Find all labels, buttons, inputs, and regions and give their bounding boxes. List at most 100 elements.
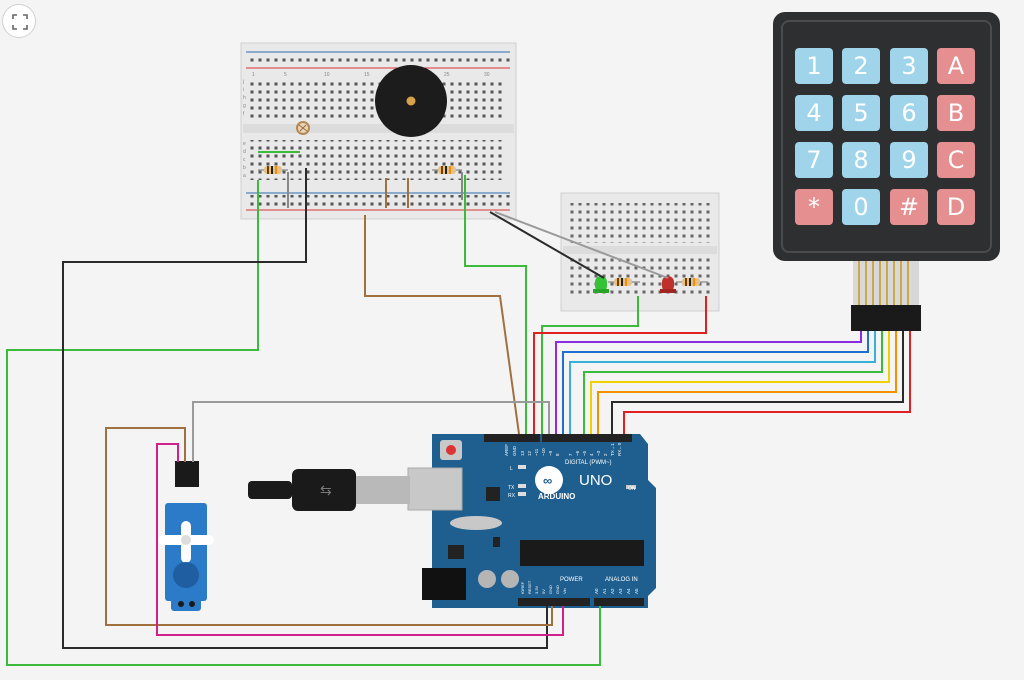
digital-pwm-label: DIGITAL (PWM~) [565,460,612,466]
arduino-model: UNO [579,472,612,489]
wires [6,168,911,666]
arduino-uno-board[interactable]: ∞ [432,434,656,608]
svg-text:12: 12 [527,450,532,456]
svg-text:Vin: Vin [562,588,567,594]
keypad-key[interactable]: B [937,95,975,131]
svg-text:IOREF: IOREF [520,581,525,594]
svg-text:A5: A5 [634,588,639,594]
resistor-1[interactable] [258,166,288,174]
main-breadboard[interactable]: j i h g f e d c b a 1 5 10 15 20 25 30 [240,42,517,220]
svg-text:AREF: AREF [504,444,509,456]
wire-red-led [533,296,707,434]
on-led-label: ON [628,486,636,492]
svg-text:15: 15 [364,72,370,78]
svg-text:h: h [243,95,246,101]
svg-text:c: c [243,157,246,163]
usb-port[interactable] [407,467,463,511]
board-jumpers [258,151,463,208]
svg-text:∞: ∞ [543,473,552,488]
keypad-key[interactable]: # [890,189,928,225]
svg-text:~9: ~9 [548,450,553,456]
wire-black-gnd [62,168,548,649]
led-label-tx: TX [508,485,515,491]
resistor-3[interactable] [608,278,640,286]
keypad-key[interactable]: 9 [890,142,928,178]
keypad-header[interactable] [851,305,921,331]
keypad-key[interactable]: A [937,48,975,84]
keypad-key[interactable]: * [795,189,833,225]
wire-green-sensor [464,175,527,434]
usb-cable[interactable]: ⇆ [248,469,410,511]
svg-text:GND: GND [555,585,560,594]
keypad-key[interactable]: 0 [842,189,880,225]
svg-text:e: e [243,141,246,147]
resistor-2[interactable] [432,166,462,174]
svg-text:10: 10 [324,72,330,78]
keypad-key[interactable]: 4 [795,95,833,131]
svg-text:b: b [243,165,246,171]
keypad-key[interactable]: 5 [842,95,880,131]
wire-servo-signal [192,401,550,462]
small-breadboard[interactable] [560,192,720,312]
svg-text:i: i [243,87,244,93]
keypad-key[interactable]: 6 [890,95,928,131]
wire-brown-buzzer [364,215,520,435]
fit-view-button[interactable] [2,4,36,38]
servo-motor[interactable] [158,461,214,611]
keypad-key[interactable]: 8 [842,142,880,178]
svg-text:TX→1: TX→1 [610,443,615,456]
keypad-bezel [781,20,992,253]
analog-in-label: ANALOG IN [605,577,638,583]
keypad-key[interactable]: 3 [890,48,928,84]
svg-text:A2: A2 [610,588,615,594]
svg-text:1: 1 [252,72,255,78]
svg-text:~3: ~3 [596,450,601,456]
svg-text:RESET: RESET [527,580,532,594]
keypad-key[interactable]: 1 [795,48,833,84]
svg-text:3.3V: 3.3V [534,585,539,594]
svg-text:4: 4 [589,453,594,456]
reset-button[interactable] [446,445,456,455]
svg-text:25: 25 [444,72,450,78]
svg-text:30: 30 [484,72,490,78]
power-pin-labels: IOREF RESET 3.3V 5V GND GND Vin [520,580,567,594]
row-letters-left: j i h g f e d c b a [242,79,246,179]
svg-text:5V: 5V [541,589,546,594]
svg-text:~10: ~10 [541,448,546,456]
keypad-key[interactable]: 7 [795,142,833,178]
svg-text:A0: A0 [594,588,599,594]
keypad-key[interactable]: C [937,142,975,178]
svg-text:8: 8 [555,453,560,456]
led-label-l: L [510,466,513,472]
wire-servo-gnd [105,427,553,626]
fit-view-icon [12,14,28,30]
svg-text:a: a [243,173,246,179]
svg-text:g: g [243,103,246,109]
keypad-ribbon [853,256,919,306]
wire-servo-power [156,443,564,636]
svg-text:GND: GND [548,585,553,594]
piezo-buzzer[interactable] [375,65,447,137]
svg-text:~6: ~6 [575,450,580,456]
wire-green-led [541,296,639,434]
keypad-key[interactable]: 2 [842,48,880,84]
power-label: POWER [560,577,583,583]
photoresistor[interactable] [296,121,310,135]
led-red[interactable] [660,276,676,293]
keypad-key[interactable]: D [937,189,975,225]
resistor-4[interactable] [676,278,708,286]
led-label-rx: RX [508,493,516,499]
wire-green-long [6,180,601,666]
svg-text:5: 5 [284,72,287,78]
svg-text:j: j [242,79,244,85]
digital-pin-labels: AREF GND 13 12 ~11 ~10 ~9 8 7 ~6 ~5 4 ~3… [504,442,622,456]
svg-text:~11: ~11 [534,448,539,456]
led-green[interactable] [593,276,609,293]
svg-text:GND: GND [512,445,517,456]
svg-text:2: 2 [603,453,608,456]
svg-text:A1: A1 [602,588,607,594]
analog-pin-labels: A0 A1 A2 A3 A4 A5 [594,588,639,594]
power-jack[interactable] [422,568,466,600]
